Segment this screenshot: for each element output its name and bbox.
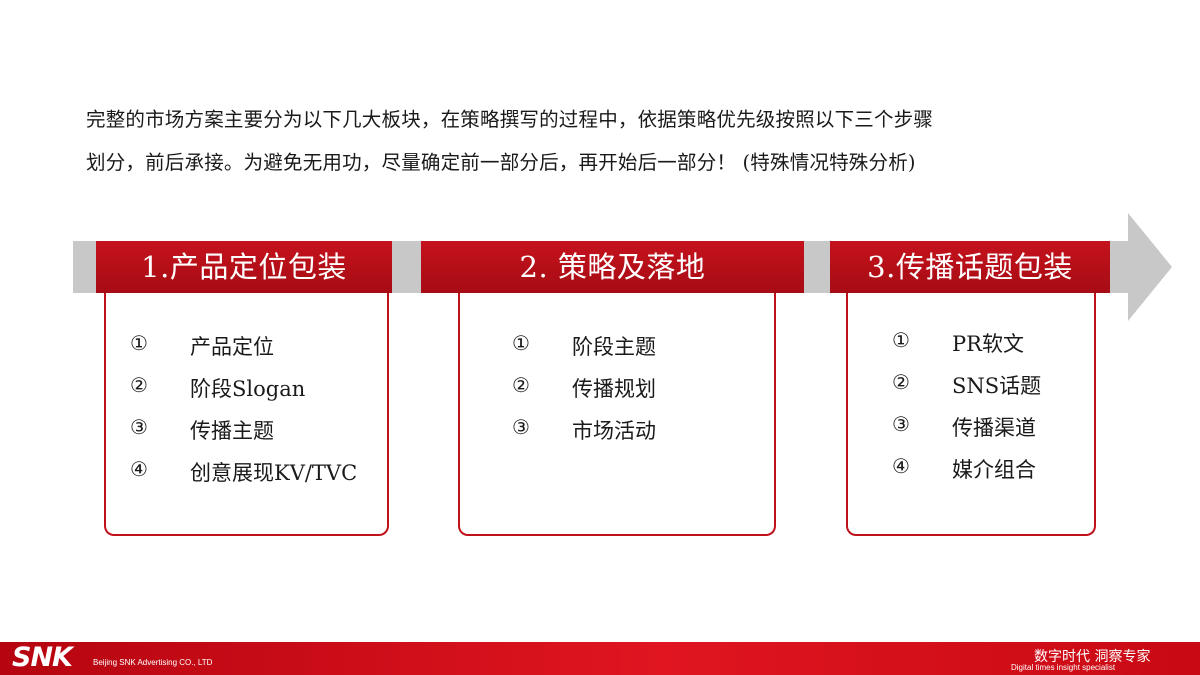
circled-number: ② — [892, 370, 910, 394]
circled-number: ① — [512, 331, 530, 355]
slogan-chinese: 数字时代 洞察专家 — [1034, 649, 1151, 665]
company-logo: SNK — [12, 642, 73, 673]
circled-number: ① — [130, 331, 148, 355]
item-text: 阶段主题 — [572, 335, 656, 359]
circled-number: ③ — [130, 415, 148, 439]
company-name: Beijing SNK Advertising CO., LTD — [93, 658, 213, 667]
arrow-right-icon — [1128, 213, 1172, 321]
step-3-header: 3.传播话题包装 — [830, 241, 1110, 293]
circled-number: ③ — [512, 415, 530, 439]
item-text: 传播规划 — [572, 377, 656, 401]
item-text: 市场活动 — [572, 419, 656, 443]
item-text: 阶段Slogan — [190, 377, 306, 401]
step-2-header: 2. 策略及落地 — [421, 241, 804, 293]
footer-bar — [0, 642, 1200, 675]
item-text: 创意展现KV/TVC — [190, 461, 358, 485]
intro-line-1: 完整的市场方案主要分为以下几大板块，在策略撰写的过程中，依据策略优先级按照以下三… — [86, 108, 934, 131]
circled-number: ③ — [892, 412, 910, 436]
circled-number: ① — [892, 328, 910, 352]
circled-number: ② — [130, 373, 148, 397]
step-2-box: ① 阶段主题 ② 传播规划 ③ 市场活动 — [458, 293, 776, 536]
item-text: SNS话题 — [952, 374, 1042, 398]
item-text: 产品定位 — [190, 335, 274, 359]
slogan-english: Digital times insight specialist — [1011, 663, 1116, 672]
circled-number: ④ — [130, 457, 148, 481]
circled-number: ② — [512, 373, 530, 397]
circled-number: ④ — [892, 454, 910, 478]
item-text: 传播主题 — [190, 419, 274, 443]
step-1-box: ① 产品定位 ② 阶段Slogan ③ 传播主题 ④ 创意展现KV/TVC — [104, 293, 389, 536]
item-text: 传播渠道 — [952, 416, 1036, 440]
step-1-header: 1.产品定位包装 — [96, 241, 392, 293]
item-text: PR软文 — [952, 332, 1024, 356]
intro-paragraph: 完整的市场方案主要分为以下几大板块，在策略撰写的过程中，依据策略优先级按照以下三… — [86, 98, 1116, 184]
item-text: 媒介组合 — [952, 458, 1036, 482]
step-3-box: ① PR软文 ② SNS话题 ③ 传播渠道 ④ 媒介组合 — [846, 293, 1096, 536]
intro-line-2: 划分，前后承接。为避免无用功，尽量确定前一部分后，再开始后一部分！ (特殊情况特… — [86, 151, 916, 174]
